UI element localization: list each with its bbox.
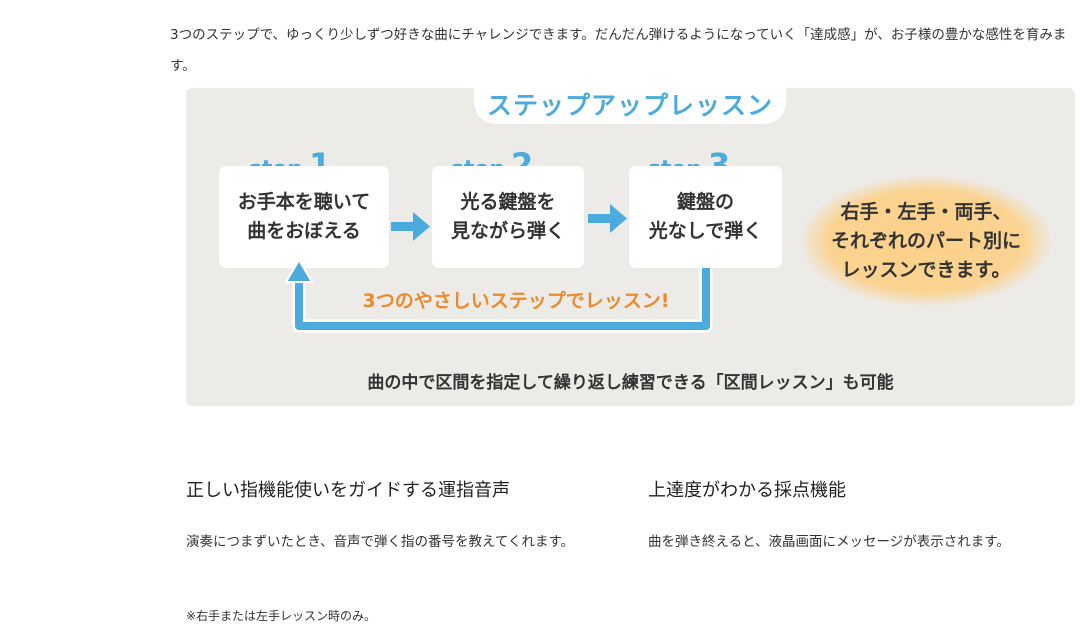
infographic-title: ステップアップレッスン <box>474 84 786 124</box>
highlight-line3: レッスンできます。 <box>841 258 1011 281</box>
step-3-line1: 鍵盤の <box>676 191 734 213</box>
feature-title: 上達度がわかる採点機能 <box>648 480 846 501</box>
feature-text: 演奏につまずいたとき、音声で弾く指の番号を教えてくれます。 <box>186 534 575 550</box>
arrows-layer <box>284 204 713 333</box>
intro-paragraph: 3つのステップで、ゆっくり少しずつ好きな曲にチャレンジできます。だんだん弾けるよ… <box>170 26 1067 74</box>
step-2-box: 光る鍵盤を 見ながら弾く <box>432 166 584 268</box>
step-3-box: 鍵盤の 光なしで弾く <box>629 166 782 268</box>
feature-fingering-voice: 正しい指機能使いをガイドする運指音声 演奏につまずいたとき、音声で弾く指の番号を… <box>186 476 616 558</box>
loop-back-arrow-icon <box>284 258 713 333</box>
step-2-line1: 光る鍵盤を <box>460 191 556 213</box>
loop-caption: 3つのやさしいステップでレッスン! <box>362 290 670 312</box>
highlight-line2: それぞれのパート別に <box>830 229 1021 252</box>
highlight-line1: 右手・左手・両手、 <box>840 200 1012 223</box>
arrow-right-icon <box>588 204 627 233</box>
step-2-line2: 見ながら弾く <box>450 220 565 242</box>
step-up-lesson-infographic: ステップアップレッスン step1 step2 step3 お手本を聴いて 曲を… <box>186 84 1075 406</box>
section-lesson-note: 曲の中で区間を指定して繰り返し練習できる「区間レッスン」も可能 <box>367 373 894 393</box>
step-1-box: お手本を聴いて 曲をおぼえる <box>219 166 389 268</box>
arrow-right-icon <box>391 212 430 241</box>
step-3-line2: 光なしで弾く <box>648 220 763 242</box>
step-1-line1: お手本を聴いて <box>237 191 371 213</box>
parts-highlight-bubble: 右手・左手・両手、 それぞれのパート別に レッスンできます。 <box>801 176 1051 306</box>
feature-title: 正しい指機能使いをガイドする運指音声 <box>186 480 510 501</box>
feature-text: 曲を弾き終えると、液晶画面にメッセージが表示されます。 <box>648 534 1010 550</box>
step-1-line2: 曲をおぼえる <box>247 220 361 242</box>
footnote: ※右手または左手レッスン時のみ。 <box>186 609 377 623</box>
feature-scoring: 上達度がわかる採点機能 曲を弾き終えると、液晶画面にメッセージが表示されます。 <box>648 476 1078 558</box>
